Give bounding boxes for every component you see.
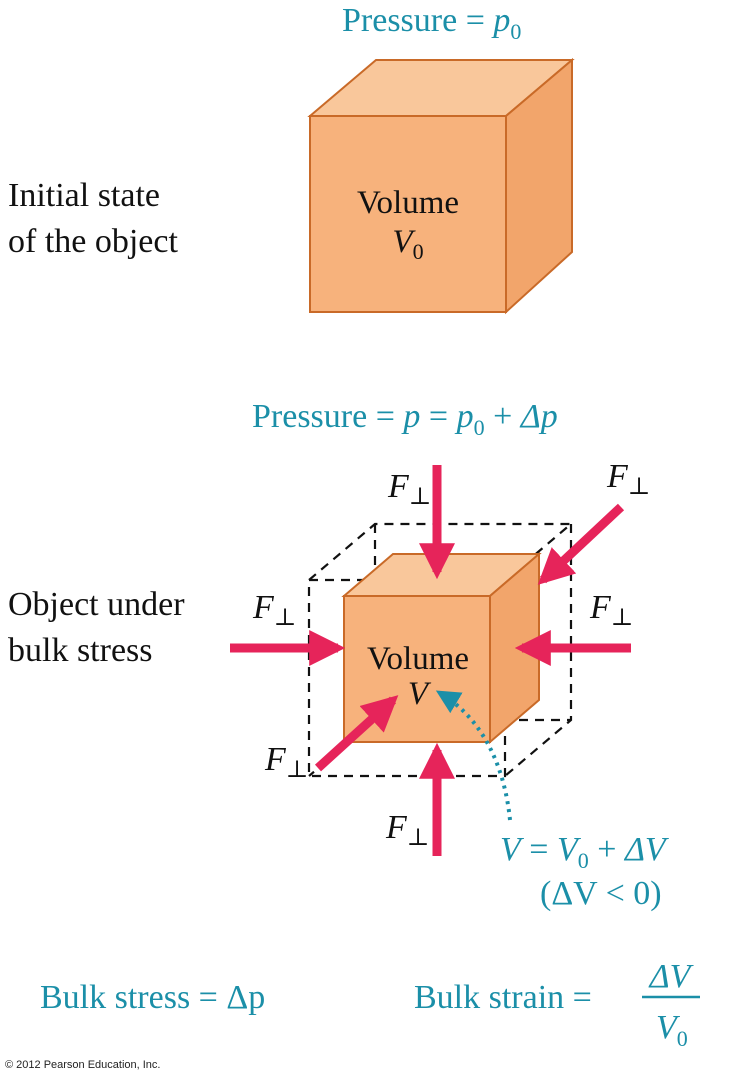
volume-relation: V = V0 + ΔV	[500, 831, 670, 873]
force-label-top: F⊥	[387, 468, 431, 510]
initial-pressure-label: Pressure = p0	[342, 2, 521, 44]
bulk-stress-formula: Bulk stress = Δp	[40, 979, 265, 1016]
stressed-state-line1: Object under	[8, 586, 185, 623]
bulk-strain-numerator: ΔV	[648, 958, 695, 995]
initial-state-line2: of the object	[8, 223, 178, 260]
copyright-notice: © 2012 Pearson Education, Inc.	[5, 1059, 160, 1071]
force-label-right: F⊥	[589, 589, 633, 631]
stressed-pressure-label: Pressure = p = p0 + Δp	[252, 398, 558, 440]
force-label-bottom: F⊥	[385, 809, 429, 851]
force-label-diag-bottom: F⊥	[264, 741, 308, 783]
force-arrow-diag-bottom	[314, 695, 399, 772]
stressed-volume-symbol: V	[408, 676, 432, 712]
initial-state-line1: Initial state	[8, 177, 160, 214]
stressed-state-line2: bulk stress	[8, 632, 153, 669]
initial-volume-word: Volume	[357, 185, 459, 221]
volume-pointer-arrow	[435, 690, 512, 821]
volume-condition: (ΔV < 0)	[540, 875, 662, 912]
force-label-diag-top: F⊥	[606, 458, 650, 500]
bulk-strain-denominator: V0	[656, 1009, 688, 1051]
stressed-volume-word: Volume	[367, 641, 469, 677]
initial-cube	[307, 57, 575, 315]
force-arrows	[230, 465, 631, 856]
initial-volume-symbol: V0	[392, 224, 423, 264]
force-arrow-diag-top	[537, 503, 625, 585]
bulk-strain-label: Bulk strain =	[414, 979, 592, 1016]
force-label-left: F⊥	[252, 589, 296, 631]
